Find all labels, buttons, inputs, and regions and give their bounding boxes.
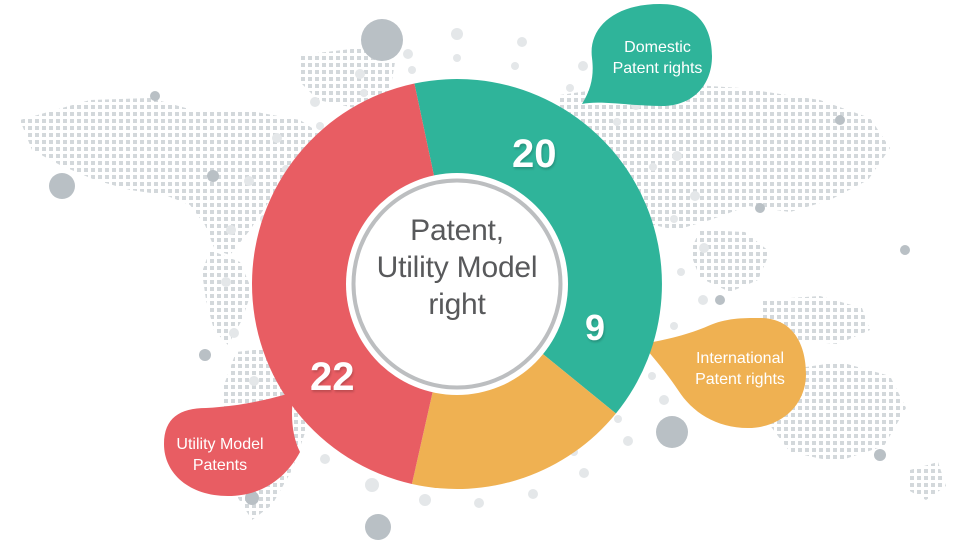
donut-center-ring (351, 178, 563, 390)
donut-center-hole (346, 173, 568, 395)
value-label-international: 9 (585, 307, 606, 348)
callout-shape-domestic (582, 4, 712, 106)
callout-shape-international (642, 318, 806, 428)
value-label-domestic: 20 (512, 132, 557, 176)
callout-shape-utility (164, 392, 300, 496)
value-label-utility: 22 (310, 355, 355, 399)
